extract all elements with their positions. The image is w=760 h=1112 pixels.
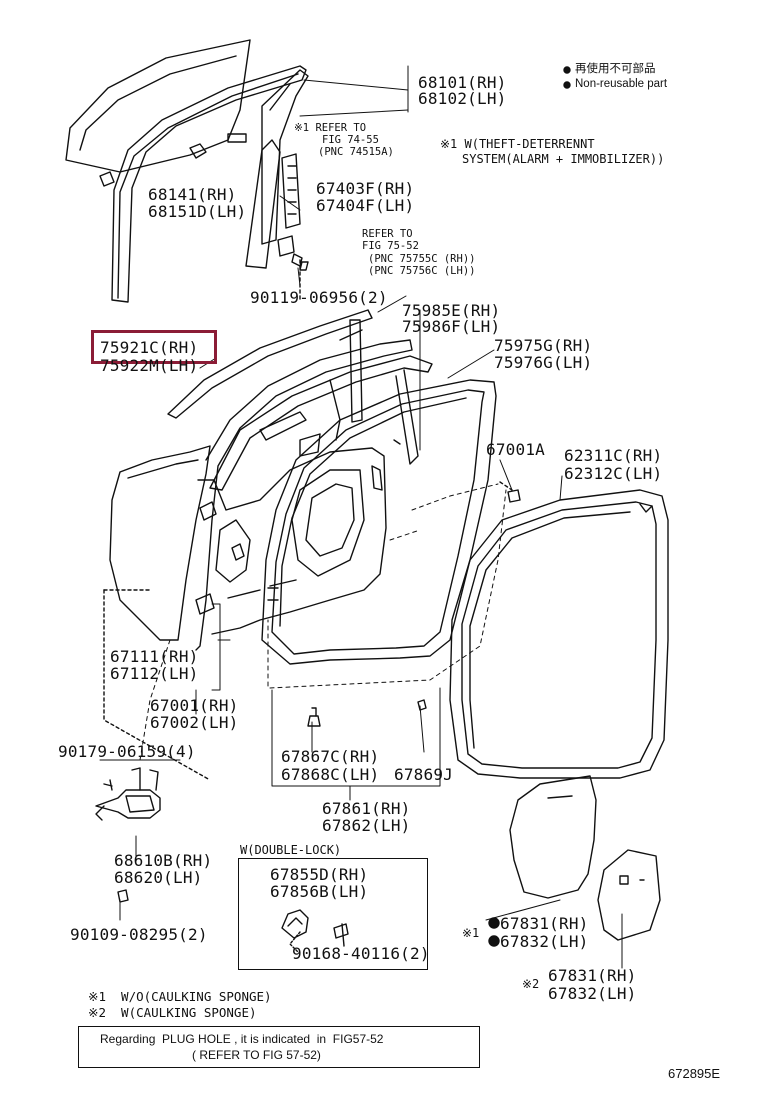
part-67868[interactable]: 67868C(LH) xyxy=(281,765,380,784)
part-90168[interactable]: 90168-40116(2) xyxy=(292,944,430,963)
ref-fig75-line2: FIG 75-52 xyxy=(362,240,419,252)
part-90109[interactable]: 90109-08295(2) xyxy=(70,925,208,944)
hinges-drawing xyxy=(103,501,217,781)
part-68141[interactable]: 68141(RH) xyxy=(148,185,237,204)
ref-fig75-line3: (PNC 75755C (RH)) xyxy=(368,253,476,265)
part-67002[interactable]: 67002(LH) xyxy=(150,713,239,732)
part-67861[interactable]: 67861(RH) xyxy=(322,799,411,818)
part-67832-caulking-less[interactable]: 67832(LH) xyxy=(500,932,589,951)
part-67856[interactable]: 67856B(LH) xyxy=(270,882,369,901)
part-75976[interactable]: 75976G(LH) xyxy=(494,353,593,372)
part-68151[interactable]: 68151D(LH) xyxy=(148,202,247,221)
legend-non-reusable-en: Non-reusable part xyxy=(575,78,668,90)
part-90119[interactable]: 90119-06956(2) xyxy=(250,288,388,307)
part-68101[interactable]: 68101(RH) xyxy=(418,73,507,92)
part-67001[interactable]: 67001(RH) xyxy=(150,696,239,715)
part-67867[interactable]: 67867C(RH) xyxy=(281,747,380,766)
part-90179[interactable]: 90179-06159(4) xyxy=(58,742,196,761)
part-67112[interactable]: 67112(LH) xyxy=(110,664,199,683)
part-67855[interactable]: 67855D(RH) xyxy=(270,865,369,884)
legend-non-reusable-jp: 再使用不可部品 xyxy=(575,63,656,75)
figure-id: 672895E xyxy=(668,1066,721,1081)
door-check-drawing xyxy=(95,767,161,903)
part-67831-caulking-less[interactable]: 67831(RH) xyxy=(500,914,589,933)
bullet-icon xyxy=(563,66,571,74)
double-lock-label: W(DOUBLE-LOCK) xyxy=(240,843,342,857)
non-reusable-bullet-icon xyxy=(488,935,500,947)
part-75975[interactable]: 75975G(RH) xyxy=(494,336,593,355)
part-75922[interactable]: 75922M(LH) xyxy=(100,356,199,375)
non-reusable-bullet-icon xyxy=(488,917,500,929)
part-75921-selected[interactable]: 75921C(RH) xyxy=(100,338,199,357)
part-67832-caulking[interactable]: 67832(LH) xyxy=(548,984,637,1003)
part-67862[interactable]: 67862(LH) xyxy=(322,816,411,835)
mark-note2: ※2 xyxy=(522,977,540,991)
double-lock-box xyxy=(238,858,428,970)
ref-fig74-line3: (PNC 74515A) xyxy=(318,146,394,158)
belt-weatherstrip-drawing xyxy=(209,355,433,491)
part-67403[interactable]: 67403F(RH) xyxy=(316,179,415,198)
part-67404[interactable]: 67404F(LH) xyxy=(316,196,415,215)
clip-67001a-drawing xyxy=(499,481,521,503)
ref-fig75-line1: REFER TO xyxy=(362,228,413,240)
part-67831-caulking[interactable]: 67831(RH) xyxy=(548,966,637,985)
double-lock-parts-drawing xyxy=(281,909,349,953)
belt-moulding-outer-drawing xyxy=(167,309,373,419)
note-theft-line1: ※1 W(THEFT-DETERRENNT xyxy=(440,137,595,151)
service-hole-cover-drawing xyxy=(509,775,661,941)
ref-fig74-line2: FIG 74-55 xyxy=(322,134,379,146)
door-glass-drawing xyxy=(65,39,251,187)
part-68102[interactable]: 68102(LH) xyxy=(418,89,507,108)
plug-hole-note-line1: Regarding PLUG HOLE , it is indicated in… xyxy=(100,1032,384,1046)
glass-run-drawing xyxy=(111,65,309,303)
plug-hole-note-line2: ( REFER TO FIG 57-52) xyxy=(192,1048,321,1062)
ref-fig75-line4: (PNC 75756C (LH)) xyxy=(368,265,476,277)
leader-lines xyxy=(99,65,623,969)
door-weatherstrip-drawing xyxy=(261,379,497,665)
footnote-1: ※1 W/O(CAULKING SPONGE) xyxy=(88,989,272,1004)
selected-part-highlight[interactable] xyxy=(91,330,217,364)
footnote-2: ※2 W(CAULKING SPONGE) xyxy=(88,1005,257,1020)
bullet-icon xyxy=(563,81,571,89)
part-62311[interactable]: 62311C(RH) xyxy=(564,446,663,465)
part-68620[interactable]: 68620(LH) xyxy=(114,868,203,887)
part-68610[interactable]: 68610B(RH) xyxy=(114,851,213,870)
ref-fig74-line1: ※1 REFER TO xyxy=(294,122,367,134)
plug-hole-note-box xyxy=(78,1026,480,1068)
part-67869[interactable]: 67869J xyxy=(394,765,453,784)
part-67001a[interactable]: 67001A xyxy=(486,440,545,459)
part-67111[interactable]: 67111(RH) xyxy=(110,647,199,666)
part-62312[interactable]: 62312C(LH) xyxy=(564,464,663,483)
part-75986[interactable]: 75986F(LH) xyxy=(402,317,501,336)
fasteners-drawing xyxy=(299,261,427,727)
body-weatherstrip-drawing xyxy=(449,489,669,779)
note-theft-line2: SYSTEM(ALARM + IMMOBILIZER)) xyxy=(462,152,665,166)
division-bar-drawing xyxy=(245,139,303,301)
part-75985[interactable]: 75985E(RH) xyxy=(402,301,501,320)
mark-note1: ※1 xyxy=(462,926,480,940)
